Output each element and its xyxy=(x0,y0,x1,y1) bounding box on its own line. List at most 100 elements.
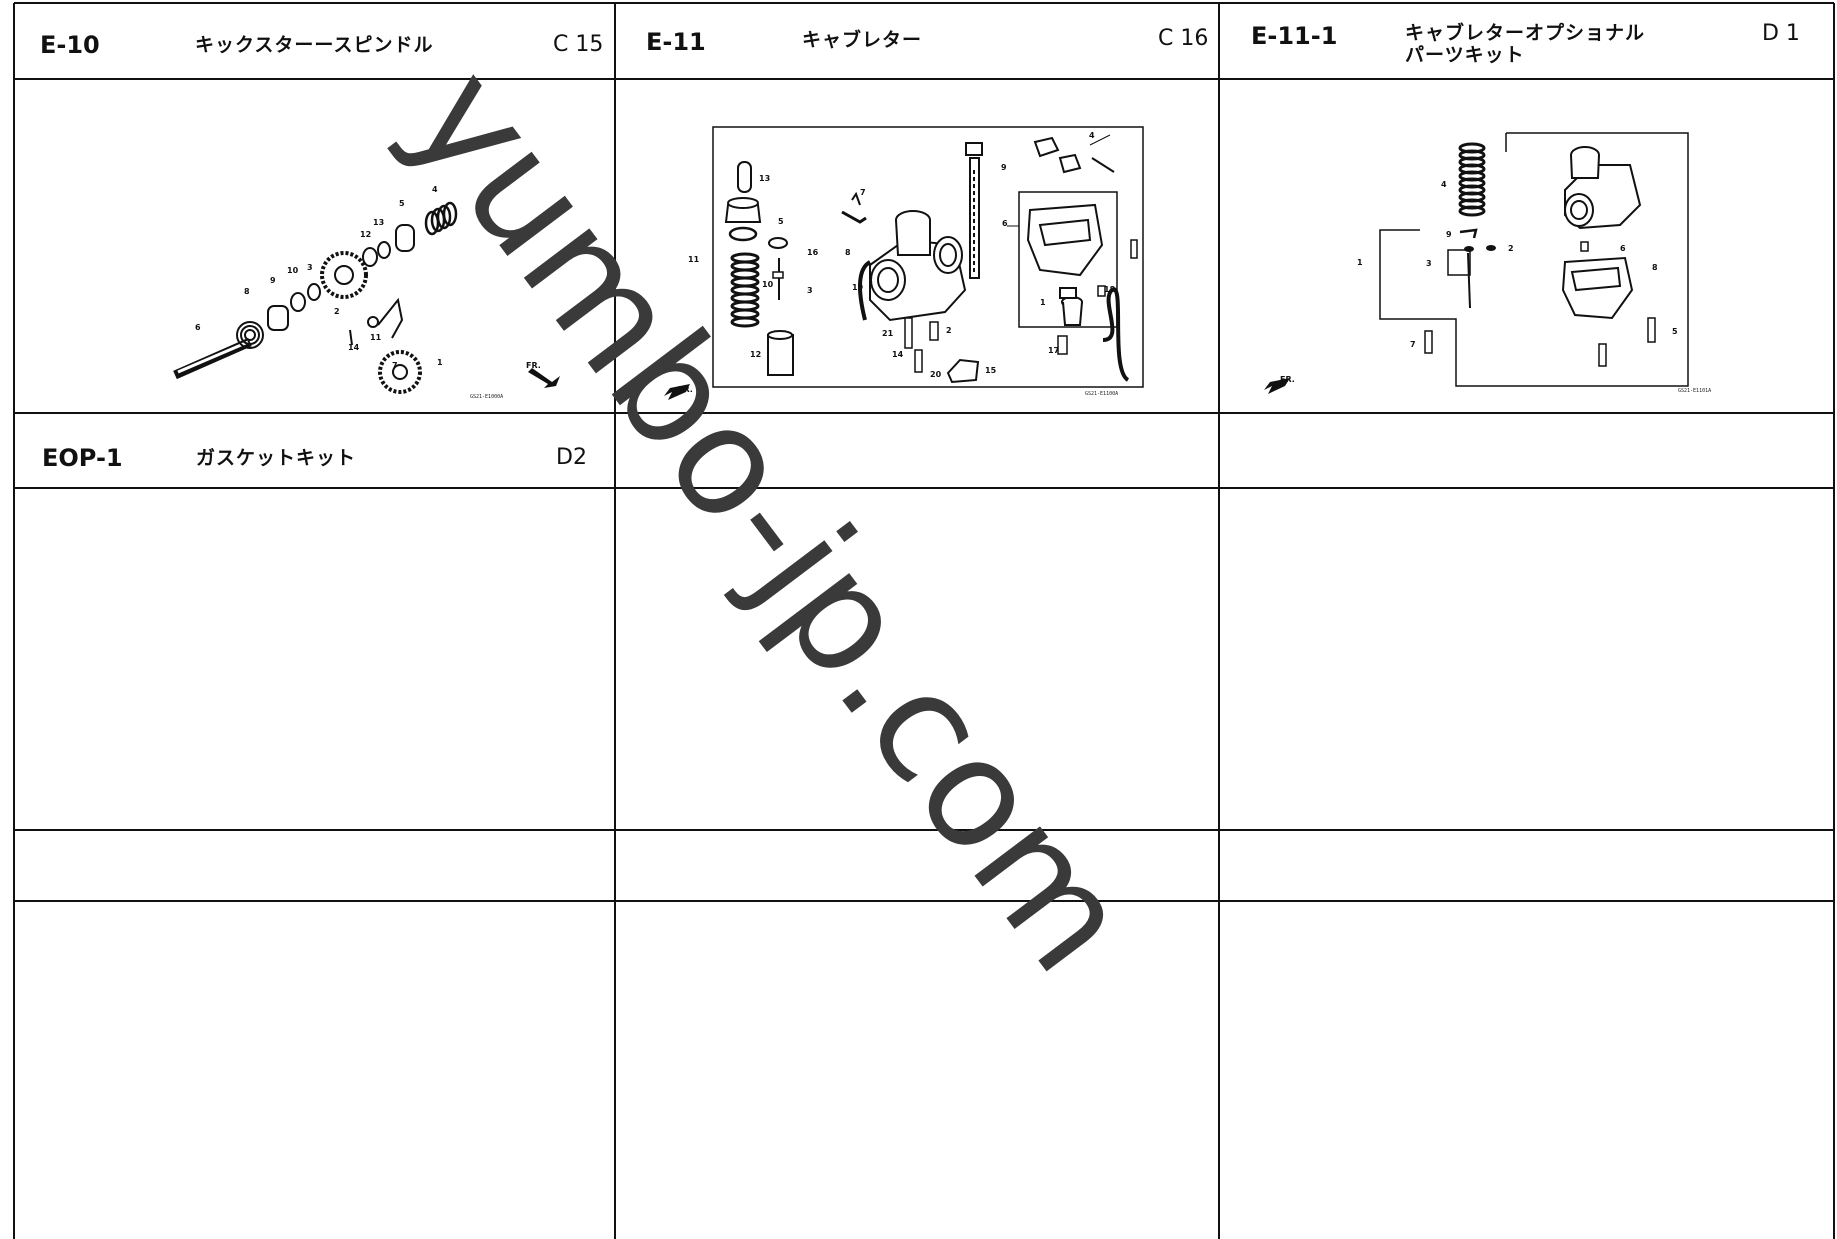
page-reference: D2 xyxy=(556,445,587,470)
figure-frame xyxy=(712,126,1144,388)
svg-text:13: 13 xyxy=(373,218,384,227)
circlip xyxy=(377,241,391,259)
svg-text:6: 6 xyxy=(195,323,201,332)
figure-id: GS21-E1000A xyxy=(470,394,503,400)
svg-text:1: 1 xyxy=(437,358,443,367)
svg-text:5: 5 xyxy=(399,199,405,208)
svg-text:1: 1 xyxy=(1040,298,1046,307)
figure-e11-1-kit: 1 2 3 4 5 6 7 8 9 FR. GS21-E1101A xyxy=(1264,132,1711,394)
main-spring xyxy=(1458,142,1486,217)
section-title: ガスケットキット xyxy=(196,447,356,469)
svg-text:10: 10 xyxy=(762,280,774,289)
svg-text:10: 10 xyxy=(287,266,299,275)
svg-text:15: 15 xyxy=(985,366,997,375)
svg-text:9: 9 xyxy=(1446,230,1452,239)
float-chamber xyxy=(1026,203,1104,326)
fr-arrow-icon: FR. xyxy=(526,361,560,388)
idle-screw xyxy=(841,210,867,224)
svg-text:17: 17 xyxy=(1048,346,1059,355)
svg-text:9: 9 xyxy=(1001,163,1007,172)
svg-text:5: 5 xyxy=(1672,327,1678,336)
figure-id: GS21-E1101A xyxy=(1678,388,1711,394)
drain-tube xyxy=(1102,287,1130,382)
svg-text:FR.: FR. xyxy=(678,385,693,394)
svg-text:7: 7 xyxy=(860,188,866,197)
section-header-eop1: EOP-1 ガスケットキット D2 xyxy=(42,444,587,472)
svg-text:8: 8 xyxy=(845,248,851,257)
svg-text:4: 4 xyxy=(1441,180,1447,189)
float-chamber xyxy=(1561,256,1634,320)
section-title: キャブレター xyxy=(802,28,922,51)
svg-text:18: 18 xyxy=(1104,285,1116,294)
section-header-e10: E-10 キックスターースピンドル C 15 xyxy=(40,31,603,59)
svg-text:1: 1 xyxy=(1357,258,1363,267)
main-jet xyxy=(904,317,913,349)
svg-text:11: 11 xyxy=(370,333,382,342)
svg-text:2: 2 xyxy=(946,326,952,335)
grid-lines xyxy=(13,2,1835,1239)
page-reference: C 15 xyxy=(553,32,603,57)
o-ring xyxy=(728,226,758,242)
svg-text:11: 11 xyxy=(688,255,700,264)
svg-text:3: 3 xyxy=(307,263,313,272)
slow-jet xyxy=(914,349,923,373)
page-reference: C 16 xyxy=(1158,26,1208,51)
svg-text:3: 3 xyxy=(1426,259,1432,268)
svg-text:8: 8 xyxy=(1652,263,1658,272)
svg-text:FR.: FR. xyxy=(526,361,541,370)
needle-clip xyxy=(1459,228,1478,239)
svg-text:6: 6 xyxy=(1002,219,1008,228)
o-ring xyxy=(1464,246,1474,252)
spring xyxy=(236,321,264,349)
svg-text:2: 2 xyxy=(1508,244,1514,253)
ratchet xyxy=(395,224,415,252)
svg-text:2: 2 xyxy=(334,307,340,316)
bolt xyxy=(367,316,379,328)
vent-tube xyxy=(858,260,872,321)
svg-text:12: 12 xyxy=(750,350,761,359)
collar xyxy=(267,305,289,331)
seal xyxy=(1486,245,1496,251)
needle-jet xyxy=(929,321,939,341)
svg-text:13: 13 xyxy=(759,174,770,183)
driven-gear xyxy=(378,350,422,394)
ratchet-spring xyxy=(424,201,458,236)
svg-text:14: 14 xyxy=(348,343,360,352)
callout-numbers: 1 2 3 4 5 6 7 8 9 10 11 12 13 14 xyxy=(195,185,443,370)
svg-text:9: 9 xyxy=(270,276,276,285)
kit-subframe xyxy=(1447,249,1471,276)
svg-text:7: 7 xyxy=(1410,340,1416,349)
cap-screw xyxy=(737,161,752,193)
section-code: E-10 xyxy=(40,31,100,59)
kit-frame xyxy=(1379,132,1689,387)
svg-text:8: 8 xyxy=(244,287,250,296)
svg-text:20: 20 xyxy=(930,370,942,379)
screw xyxy=(1598,343,1607,367)
figure-e11-carburetor: 1 2 3 4 5 6 7 8 9 10 11 12 13 14 15 16 1… xyxy=(664,126,1144,400)
svg-text:21: 21 xyxy=(882,329,894,338)
callout-numbers: 1 2 3 4 5 6 7 8 9 10 11 12 13 14 15 16 1… xyxy=(688,131,1116,379)
pilot-jet xyxy=(1424,330,1433,354)
needle-clip xyxy=(768,237,788,249)
section-code: E-11-1 xyxy=(1251,22,1337,50)
stopper-plate xyxy=(377,297,404,339)
throttle-valve xyxy=(767,334,794,376)
float-set xyxy=(1033,136,1115,174)
ring xyxy=(307,283,321,301)
page-reference: D 1 xyxy=(1762,21,1800,46)
svg-text:6: 6 xyxy=(1620,244,1626,253)
section-title: キックスターースピンドル xyxy=(195,34,433,56)
jet-needle xyxy=(1467,252,1471,309)
throttle-spring xyxy=(730,252,760,328)
svg-text:3: 3 xyxy=(807,286,813,295)
figure-id: GS21-E1100A xyxy=(1085,391,1118,397)
drain-plug xyxy=(946,358,980,384)
fr-arrow-icon: FR. xyxy=(664,384,693,400)
section-code: EOP-1 xyxy=(42,444,123,472)
float-chamber-frame xyxy=(1018,191,1118,328)
svg-text:12: 12 xyxy=(360,230,371,239)
section-header-e11: E-11 キャブレター C 16 xyxy=(646,26,1208,56)
washer xyxy=(290,292,306,312)
watermark: yumbo-jp.com xyxy=(376,37,1164,1003)
choke-plunger xyxy=(965,142,983,156)
